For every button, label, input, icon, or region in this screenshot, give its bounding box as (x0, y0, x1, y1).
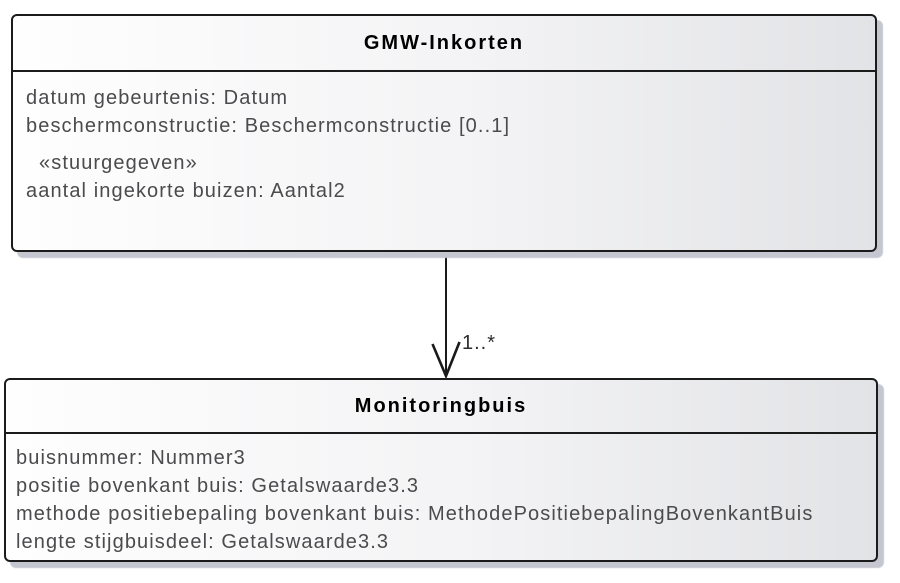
class-header: Monitoringbuis (6, 380, 876, 434)
class-attribute-compartment: buisnummer: Nummer3 positie bovenkant bu… (6, 434, 876, 556)
class-attribute-compartment: datum gebeurtenis: Datum beschermconstru… (13, 72, 875, 205)
class-gmw-inkorten[interactable]: GMW-Inkorten datum gebeurtenis: Datum be… (11, 14, 877, 252)
attribute: datum gebeurtenis: Datum (26, 87, 289, 109)
attribute-group-gap (26, 140, 865, 149)
class-name: Monitoringbuis (354, 394, 528, 417)
attribute: aantal ingekorte buizen: Aantal2 (26, 180, 346, 202)
attribute: methode positiebepaling bovenkant buis: … (16, 503, 814, 525)
multiplicity-label: 1..* (462, 332, 497, 354)
stereotype-label: «stuurgegeven» (39, 152, 198, 174)
class-name: GMW-Inkorten (363, 31, 525, 54)
class-monitoringbuis[interactable]: Monitoringbuis buisnummer: Nummer3 posit… (4, 378, 878, 562)
arrowhead-icon (431, 341, 461, 380)
class-header: GMW-Inkorten (13, 16, 875, 72)
attribute: positie bovenkant buis: Getalswaarde3.3 (16, 475, 420, 497)
attribute: lengte stijgbuisdeel: Getalswaarde3.3 (16, 531, 390, 553)
attribute: buisnummer: Nummer3 (16, 447, 246, 469)
attribute: beschermconstructie: Beschermconstructie… (26, 115, 511, 137)
